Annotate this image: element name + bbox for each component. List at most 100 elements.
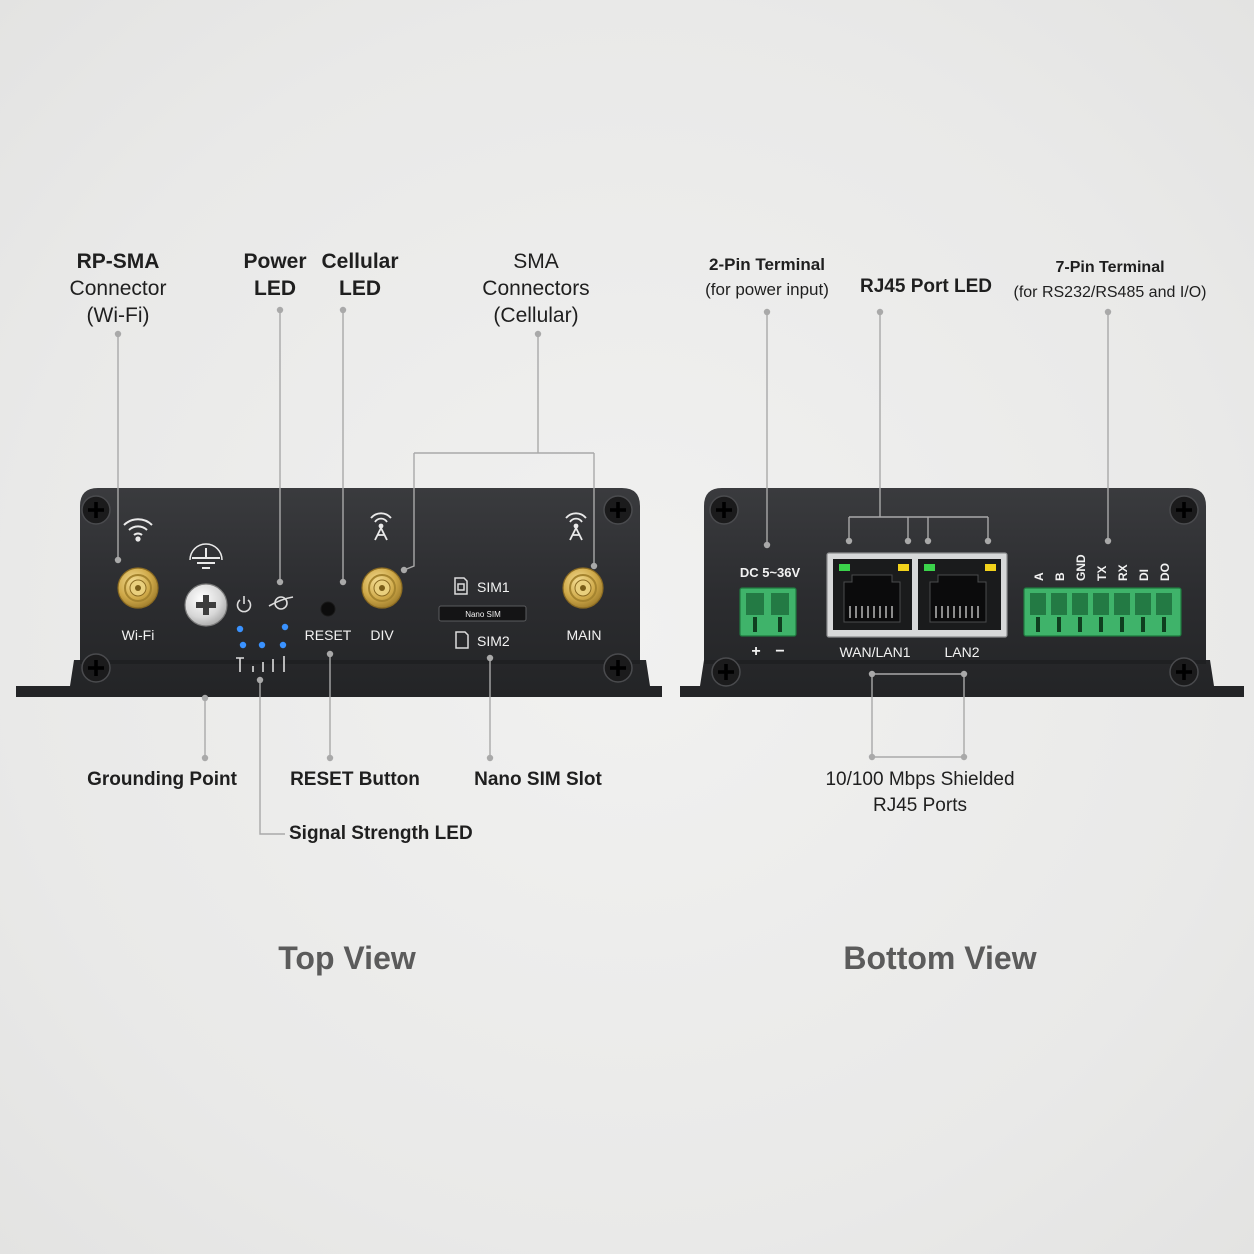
leader-line: [259, 680, 285, 835]
callout-line: Signal Strength LED: [289, 823, 473, 844]
callout-line: Grounding Point: [87, 769, 237, 790]
led-blue: [236, 625, 244, 633]
power-icon: [236, 596, 252, 613]
callout-line: LED: [339, 277, 381, 300]
io-terminal-block: [1023, 587, 1182, 637]
callout-line: RJ45 Ports: [873, 795, 967, 816]
wan-port-label: WAN/LAN1: [839, 644, 910, 660]
leader-line: [871, 673, 965, 758]
reset-hole: [320, 601, 336, 617]
wifi-icon: [123, 518, 153, 542]
callout-line: RJ45 Port LED: [860, 276, 992, 297]
callout-line: (for power input): [705, 280, 829, 299]
wifi-port-label: Wi-Fi: [122, 627, 155, 643]
pin-label-b: B: [1053, 572, 1067, 581]
pin-label-di: DI: [1137, 569, 1151, 581]
callout-line: Connector: [69, 277, 167, 300]
reset-port-label: RESET: [305, 627, 352, 643]
screw-icon: [1169, 495, 1199, 525]
callout-line: RESET Button: [290, 769, 420, 790]
rj45-port-housing: [826, 552, 1008, 638]
callout-cellular-led: Cellular LED: [310, 248, 410, 302]
callout-line: Nano SIM Slot: [474, 769, 602, 790]
port-led-green: [924, 564, 935, 571]
callout-line: LED: [254, 277, 296, 300]
led-blue: [258, 641, 266, 649]
screw-icon: [1169, 657, 1199, 687]
sim2-label: SIM2: [477, 633, 510, 649]
screw-icon: [603, 653, 633, 683]
callout-line: Connectors: [482, 277, 590, 300]
bottom-view-title: Bottom View: [843, 940, 1037, 976]
led-blue: [279, 641, 287, 649]
callout-line: SMA: [513, 250, 559, 273]
callout-reset-button: RESET Button: [280, 767, 430, 793]
pin-label-do: DO: [1158, 563, 1172, 581]
dc-label: DC 5~36V: [740, 565, 801, 580]
bottom-view-device: DC 5~36V + − WAN/L: [680, 488, 1244, 697]
sim-card-icon: [454, 577, 468, 595]
signal-bars-icon: [236, 656, 285, 672]
leader-line: [848, 312, 989, 541]
div-port-label: DIV: [370, 627, 394, 643]
pin-label-gnd: GND: [1074, 554, 1088, 581]
minus-label: −: [775, 643, 784, 660]
callout-grounding-point: Grounding Point: [80, 767, 244, 793]
callout-signal-strength-led: Signal Strength LED: [289, 821, 479, 847]
pin-label-rx: RX: [1116, 564, 1130, 581]
callout-line: (Cellular): [493, 304, 579, 327]
callout-line: (for RS232/RS485 and I/O): [1013, 284, 1207, 301]
nano-sim-slot: [438, 605, 527, 622]
callout-line: RP-SMA: [76, 250, 160, 273]
grounding-screw: [184, 583, 228, 627]
callout-line: Cellular: [321, 250, 399, 273]
sim-card-icon: [455, 631, 469, 649]
callout-rp-sma: RP-SMA Connector (Wi-Fi): [58, 248, 178, 329]
port-led-green: [839, 564, 850, 571]
top-chassis-edge: [80, 660, 640, 664]
callout-rj45-ports: 10/100 Mbps Shielded RJ45 Ports: [800, 767, 1040, 819]
screw-icon: [81, 495, 111, 525]
callout-nano-sim-slot: Nano SIM Slot: [460, 767, 616, 793]
leader-dots: [114, 306, 1112, 762]
leader-line: [403, 334, 595, 571]
callout-line: 2-Pin Terminal: [709, 255, 825, 274]
nano-sim-slot-label: Nano SIM: [465, 610, 501, 619]
callout-line: (Wi-Fi): [86, 304, 150, 327]
pin-label-tx: TX: [1095, 566, 1109, 581]
sim1-label: SIM1: [477, 579, 510, 595]
port-led-yellow: [898, 564, 909, 571]
screw-icon: [603, 495, 633, 525]
led-blue: [281, 623, 289, 631]
top-view-device: Wi-Fi: [16, 488, 662, 697]
callout-line: Power: [243, 250, 307, 273]
screw-icon: [81, 653, 111, 683]
lan2-port-label: LAN2: [944, 644, 979, 660]
callout-line: 10/100 Mbps Shielded: [825, 769, 1015, 790]
screw-icon: [709, 495, 739, 525]
callout-rj45-port-led: RJ45 Port LED: [850, 274, 1002, 300]
cellular-globe-icon: [268, 596, 294, 610]
div-sma-connector: [361, 567, 403, 609]
callout-line: 7-Pin Terminal: [1055, 259, 1165, 276]
status-leds: [236, 623, 289, 649]
top-chassis: [16, 488, 662, 697]
pin-label-a: A: [1032, 572, 1046, 581]
callout-two-pin-terminal: 2-Pin Terminal (for power input): [688, 252, 846, 302]
bottom-chassis-edge: [704, 660, 1206, 664]
leader-lines: [117, 310, 1109, 835]
main-port-label: MAIN: [567, 627, 602, 643]
callout-seven-pin-terminal: 7-Pin Terminal (for RS232/RS485 and I/O): [1010, 255, 1210, 305]
led-blue: [239, 641, 247, 649]
plus-label: +: [751, 643, 760, 660]
power-terminal-block: [739, 587, 797, 637]
callout-power-led: Power LED: [230, 248, 320, 302]
wifi-sma-connector: [117, 567, 159, 609]
top-view-title: Top View: [278, 940, 416, 976]
ground-icon: [189, 543, 223, 569]
screw-icon: [711, 657, 741, 687]
main-sma-connector: [562, 567, 604, 609]
